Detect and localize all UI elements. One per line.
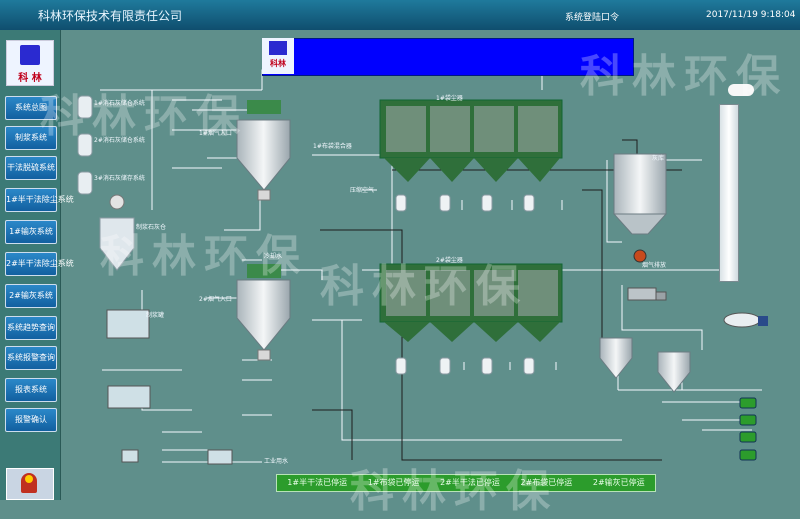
label-mixer: 1#布袋混合器 — [313, 143, 352, 150]
lime-silo — [99, 194, 135, 271]
watermark: 科林环保 — [580, 51, 788, 102]
company-logo: 科 林 — [6, 40, 54, 86]
logo-text: 科 林 — [18, 73, 42, 84]
watermark: 科林环保 — [350, 466, 558, 517]
sidebar: 科 林 系统总图 制浆系统 干法脱硫系统 1#半干法除尘系统 1#输灰系统 2#… — [0, 30, 74, 500]
watermark: 科林环保 — [40, 91, 248, 142]
truck-icon — [627, 287, 667, 301]
label-tower1-inlet: 1#烟气入口 — [199, 130, 232, 137]
nav-semi-dry-dust-1[interactable]: 1#半干法除尘系统 — [5, 188, 74, 212]
nav-ash-conveying-1[interactable]: 1#输灰系统 — [5, 220, 57, 244]
slurry-tank-2 — [107, 385, 151, 409]
label-ash-silo: 灰库 — [652, 155, 665, 162]
login-button[interactable]: 系统登陆口令 — [565, 13, 620, 23]
watermark: 科林环保 — [320, 261, 528, 312]
nav-ash-conveying-2[interactable]: 2#输灰系统 — [5, 284, 57, 308]
small-logo: 科林 — [262, 38, 294, 74]
chimney-stack — [719, 104, 739, 282]
small-logo-text: 科林 — [270, 59, 286, 68]
tanker-truck-icon — [723, 312, 768, 328]
ash-tank-1 — [599, 337, 633, 379]
bag-filter-2 — [379, 263, 563, 342]
operator-icon[interactable] — [6, 468, 54, 500]
label-process-water: 工业用水 — [264, 458, 289, 465]
nav-semi-dry-dust-2[interactable]: 2#半干法除尘系统 — [5, 252, 74, 276]
app-title: 科林环保技术有限责任公司 — [38, 9, 183, 23]
label-bag1: 1#袋尘器 — [436, 95, 463, 102]
label-pump-tank: 制浆罐 — [146, 312, 165, 319]
nav-dry-desulfurization[interactable]: 干法脱硫系统 — [5, 156, 57, 180]
nav-system-overview[interactable]: 系统总图 — [5, 96, 57, 120]
watermark: 科林环保 — [100, 231, 308, 282]
label-tank1: 1#消石灰储仓系统 — [94, 100, 145, 107]
label-lime-mix: 制浆石灰仓 — [136, 224, 167, 231]
small-logo-mark-icon — [269, 41, 287, 55]
label-tank2: 2#消石灰储仓系统 — [94, 137, 145, 144]
label-compressed-air: 压缩空气 — [350, 187, 375, 194]
label-tank3: 3#消石灰储存系统 — [94, 175, 145, 182]
status-item: 2#布袋已停运 — [520, 478, 573, 487]
label-tower2-inlet: 2#烟气入口 — [199, 296, 232, 303]
logo-mark-icon — [20, 45, 40, 65]
slurry-tank-1 — [106, 309, 150, 339]
status-item: 1#布袋已停运 — [367, 478, 420, 487]
ash-silo — [612, 153, 668, 263]
air-tanks — [395, 194, 535, 375]
label-bag2: 2#袋尘器 — [436, 257, 463, 264]
nav-trend-query[interactable]: 系统趋势查询 — [5, 316, 57, 340]
absorber-tower-1 — [236, 100, 291, 201]
status-item: 2#半干法已停运 — [440, 478, 500, 487]
water-tanks — [121, 449, 233, 465]
bag-filter-1 — [379, 99, 563, 182]
motor-pumps — [739, 397, 757, 461]
ash-tank-2 — [657, 351, 691, 393]
process-diagram — [77, 69, 768, 465]
absorber-tower-2 — [236, 264, 291, 361]
status-bar: 1#半干法已停运 1#布袋已停运 2#半干法已停运 2#布袋已停运 2#输灰已停… — [276, 474, 656, 492]
nav-reports[interactable]: 报表系统 — [5, 378, 57, 402]
datetime: 2017/11/19 9:18:04 — [706, 10, 796, 20]
status-item: 1#半干法已停运 — [287, 478, 348, 487]
status-item: 2#输灰已停运 — [592, 478, 645, 487]
nav-slurry-system[interactable]: 制浆系统 — [5, 126, 57, 150]
status-panel — [262, 38, 634, 76]
nav-alarm-query[interactable]: 系统报警查询 — [5, 346, 57, 370]
nav-alarm-confirm[interactable]: 报警确认 — [5, 408, 57, 432]
cloud-icon — [728, 84, 754, 96]
label-cooling: 冷却水 — [264, 253, 283, 260]
storage-tanks — [77, 95, 93, 195]
title-bar: 科林环保技术有限责任公司 系统登陆口令 2017/11/19 9:18:04 — [0, 0, 800, 30]
label-stack-flue: 烟气排放 — [642, 262, 667, 269]
